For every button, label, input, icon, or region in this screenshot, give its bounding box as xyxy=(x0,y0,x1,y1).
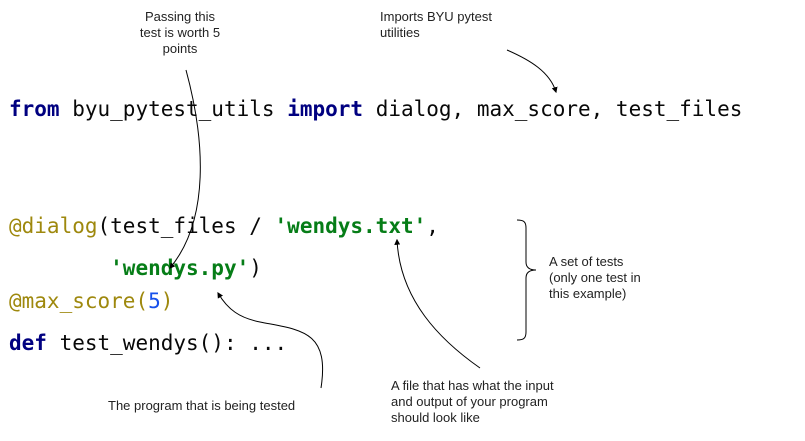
brace-icon xyxy=(516,219,537,341)
close-paren: ) xyxy=(249,256,262,280)
module-name: byu_pytest_utils xyxy=(72,97,275,121)
annotation-line: should look like xyxy=(391,410,480,425)
code-line-def: def test_wendys(): ... xyxy=(9,333,287,354)
arrow-program xyxy=(217,291,323,389)
annotation-line: and output of your program xyxy=(391,394,548,409)
annotation-line: Passing this xyxy=(144,9,216,24)
annotation-file: A file that has what the input and outpu… xyxy=(391,378,621,426)
annotation-line: (only one test in xyxy=(549,270,641,285)
open-paren: ( xyxy=(135,289,149,313)
arrow-points xyxy=(169,69,201,269)
code-line-import: from byu_pytest_utils import dialog, max… xyxy=(9,99,742,120)
dialog-args: (test_files / xyxy=(97,214,275,238)
score-number: 5 xyxy=(148,289,161,313)
annotation-line: test is worth 5 xyxy=(139,25,221,40)
annotation-line: Imports BYU pytest xyxy=(380,9,492,24)
imported-names: dialog, max_score, test_files xyxy=(375,97,743,121)
annotation-set-of-tests: A set of tests (only one test in this ex… xyxy=(549,254,689,302)
annotation-line: A file that has what the input xyxy=(391,378,554,393)
function-signature: test_wendys(): ... xyxy=(59,331,288,355)
keyword-import: import xyxy=(287,97,364,121)
annotation-line: this example) xyxy=(549,286,627,301)
code-line-max-score: @max_score(5) xyxy=(9,291,173,312)
decorator-max-score: @max_score xyxy=(9,289,136,313)
annotation-program: The program that is being tested xyxy=(108,398,296,413)
string-wendys-txt: 'wendys.txt' xyxy=(274,214,427,238)
arrow-file xyxy=(394,238,481,369)
code-line-program: 'wendys.py') xyxy=(9,258,262,279)
decorator-dialog: @dialog xyxy=(9,214,98,238)
arrow-imports xyxy=(506,49,558,94)
string-wendys-py: 'wendys.py' xyxy=(110,256,250,280)
annotation-line: points xyxy=(162,41,198,56)
annotation-points: Passing this test is worth 5 points xyxy=(120,9,240,57)
annotation-line: A set of tests xyxy=(549,254,624,269)
annotation-imports: Imports BYU pytest utilities xyxy=(380,9,540,41)
keyword-def: def xyxy=(9,331,47,355)
keyword-from: from xyxy=(9,97,60,121)
code-line-dialog: @dialog(test_files / 'wendys.txt', xyxy=(9,216,439,237)
comma: , xyxy=(426,214,439,238)
close-paren: ) xyxy=(160,289,174,313)
annotation-line: utilities xyxy=(380,25,420,40)
